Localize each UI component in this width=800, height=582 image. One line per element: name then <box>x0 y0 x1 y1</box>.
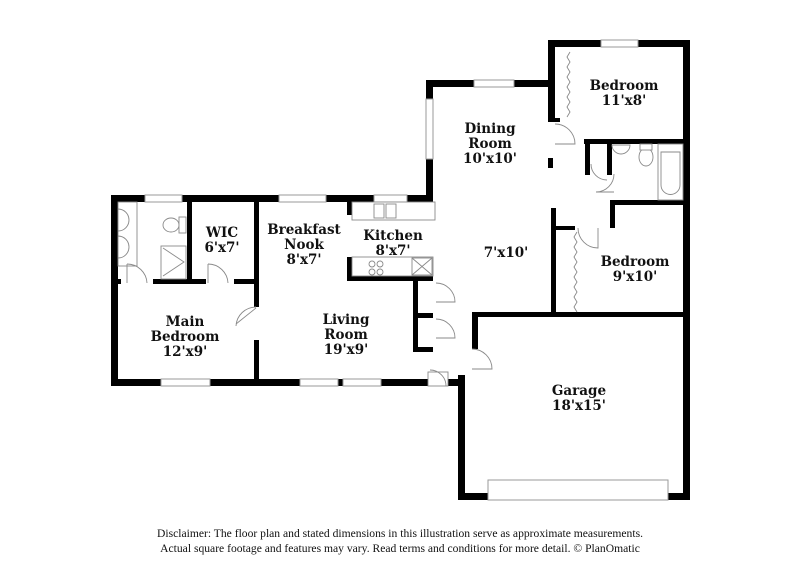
room-main-bedroom-name-1: Main <box>166 314 205 330</box>
room-main-bedroom-size: 12'x9' <box>163 344 208 360</box>
room-garage-name: Garage <box>552 383 606 399</box>
disclaimer-line-2: Actual square footage and features may v… <box>160 542 640 555</box>
room-dining-name-2: Room <box>468 136 512 152</box>
room-dining-name-1: Dining <box>464 121 516 137</box>
kitchen-fixtures <box>351 201 436 277</box>
room-breakfast-name-2: Nook <box>284 237 324 253</box>
room-breakfast-name-1: Breakfast <box>267 222 341 238</box>
room-bedroom-ne-name: Bedroom <box>590 78 659 94</box>
room-kitchen-name: Kitchen <box>363 228 423 244</box>
room-bedroom-e-size: 9'x10' <box>613 269 658 285</box>
room-garage-size: 18'x15' <box>552 398 606 414</box>
room-bedroom-e-name: Bedroom <box>601 254 670 270</box>
room-hall-size: 7'x10' <box>484 245 529 261</box>
room-kitchen-size: 8'x7' <box>375 243 410 259</box>
doors <box>126 51 615 387</box>
room-labels: Bedroom 11'x8' Dining Room 10'x10' WIC 6… <box>151 78 670 414</box>
room-living-name-1: Living <box>323 312 370 328</box>
room-main-bedroom-name-2: Bedroom <box>151 329 220 345</box>
room-dining-size: 10'x10' <box>463 151 517 167</box>
windows <box>144 39 669 501</box>
room-wic-size: 6'x7' <box>204 240 239 256</box>
disclaimer-line-1: Disclaimer: The floor plan and stated di… <box>157 527 643 540</box>
hall-bath-fixtures <box>611 143 684 201</box>
room-living-name-2: Room <box>324 327 368 343</box>
room-wic-name: WIC <box>205 225 238 241</box>
master-bath-fixtures <box>117 201 187 280</box>
room-bedroom-ne-size: 11'x8' <box>602 93 647 109</box>
room-living-size: 19'x9' <box>324 342 369 358</box>
room-breakfast-size: 8'x7' <box>286 252 321 268</box>
interior-walls <box>111 82 690 386</box>
